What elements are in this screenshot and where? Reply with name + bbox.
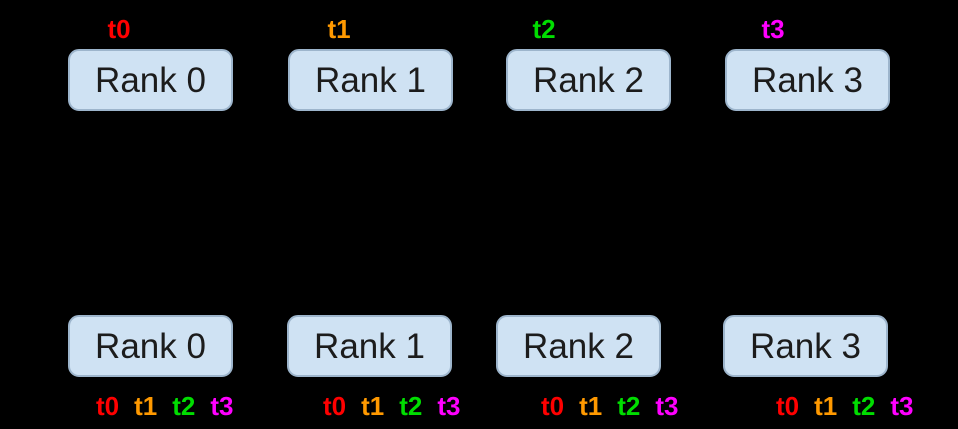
bottom-tensor-label-t2: t2 — [172, 391, 196, 421]
rank-box-label: Rank 1 — [314, 326, 425, 366]
top-tensor-label-t0: t0 — [107, 14, 131, 44]
top-tensor-label-t3: t3 — [761, 14, 785, 44]
top-rank-1-box: Rank 1 — [288, 49, 453, 111]
top-tensor-label-t2: t2 — [532, 14, 556, 44]
bottom-rank-0-box: Rank 0 — [68, 315, 233, 377]
bottom-rank-1-box: Rank 1 — [287, 315, 452, 377]
bottom-rank-2-box: Rank 2 — [496, 315, 661, 377]
rank-box-label: Rank 3 — [750, 326, 861, 366]
bottom-rank-1-tensor-row: t0 t1 t2 t3 — [323, 393, 461, 419]
bottom-tensor-label-t1: t1 — [814, 391, 838, 421]
rank-box-label: Rank 0 — [95, 60, 206, 100]
bottom-tensor-label-t1: t1 — [361, 391, 385, 421]
bottom-rank-2-tensor-row: t0 t1 t2 t3 — [541, 393, 679, 419]
bottom-tensor-label-t2: t2 — [617, 391, 641, 421]
bottom-tensor-label-t3: t3 — [890, 391, 914, 421]
top-rank-0-box: Rank 0 — [68, 49, 233, 111]
bottom-tensor-label-t2: t2 — [852, 391, 876, 421]
top-rank-2-box: Rank 2 — [506, 49, 671, 111]
bottom-rank-3-box: Rank 3 — [723, 315, 888, 377]
bottom-tensor-label-t3: t3 — [437, 391, 461, 421]
bottom-tensor-label-t0: t0 — [96, 391, 120, 421]
bottom-tensor-label-t1: t1 — [134, 391, 158, 421]
rank-box-label: Rank 2 — [523, 326, 634, 366]
top-tensor-label-t1: t1 — [327, 14, 351, 44]
rank-box-label: Rank 2 — [533, 60, 644, 100]
top-rank-3-box: Rank 3 — [725, 49, 890, 111]
bottom-tensor-label-t0: t0 — [323, 391, 347, 421]
rank-box-label: Rank 0 — [95, 326, 206, 366]
bottom-tensor-label-t2: t2 — [399, 391, 423, 421]
rank-box-label: Rank 1 — [315, 60, 426, 100]
bottom-tensor-label-t3: t3 — [655, 391, 679, 421]
bottom-tensor-label-t3: t3 — [210, 391, 234, 421]
bottom-rank-3-tensor-row: t0 t1 t2 t3 — [776, 393, 914, 419]
bottom-tensor-label-t1: t1 — [579, 391, 603, 421]
rank-box-label: Rank 3 — [752, 60, 863, 100]
bottom-tensor-label-t0: t0 — [541, 391, 565, 421]
bottom-rank-0-tensor-row: t0 t1 t2 t3 — [96, 393, 234, 419]
bottom-tensor-label-t0: t0 — [776, 391, 800, 421]
